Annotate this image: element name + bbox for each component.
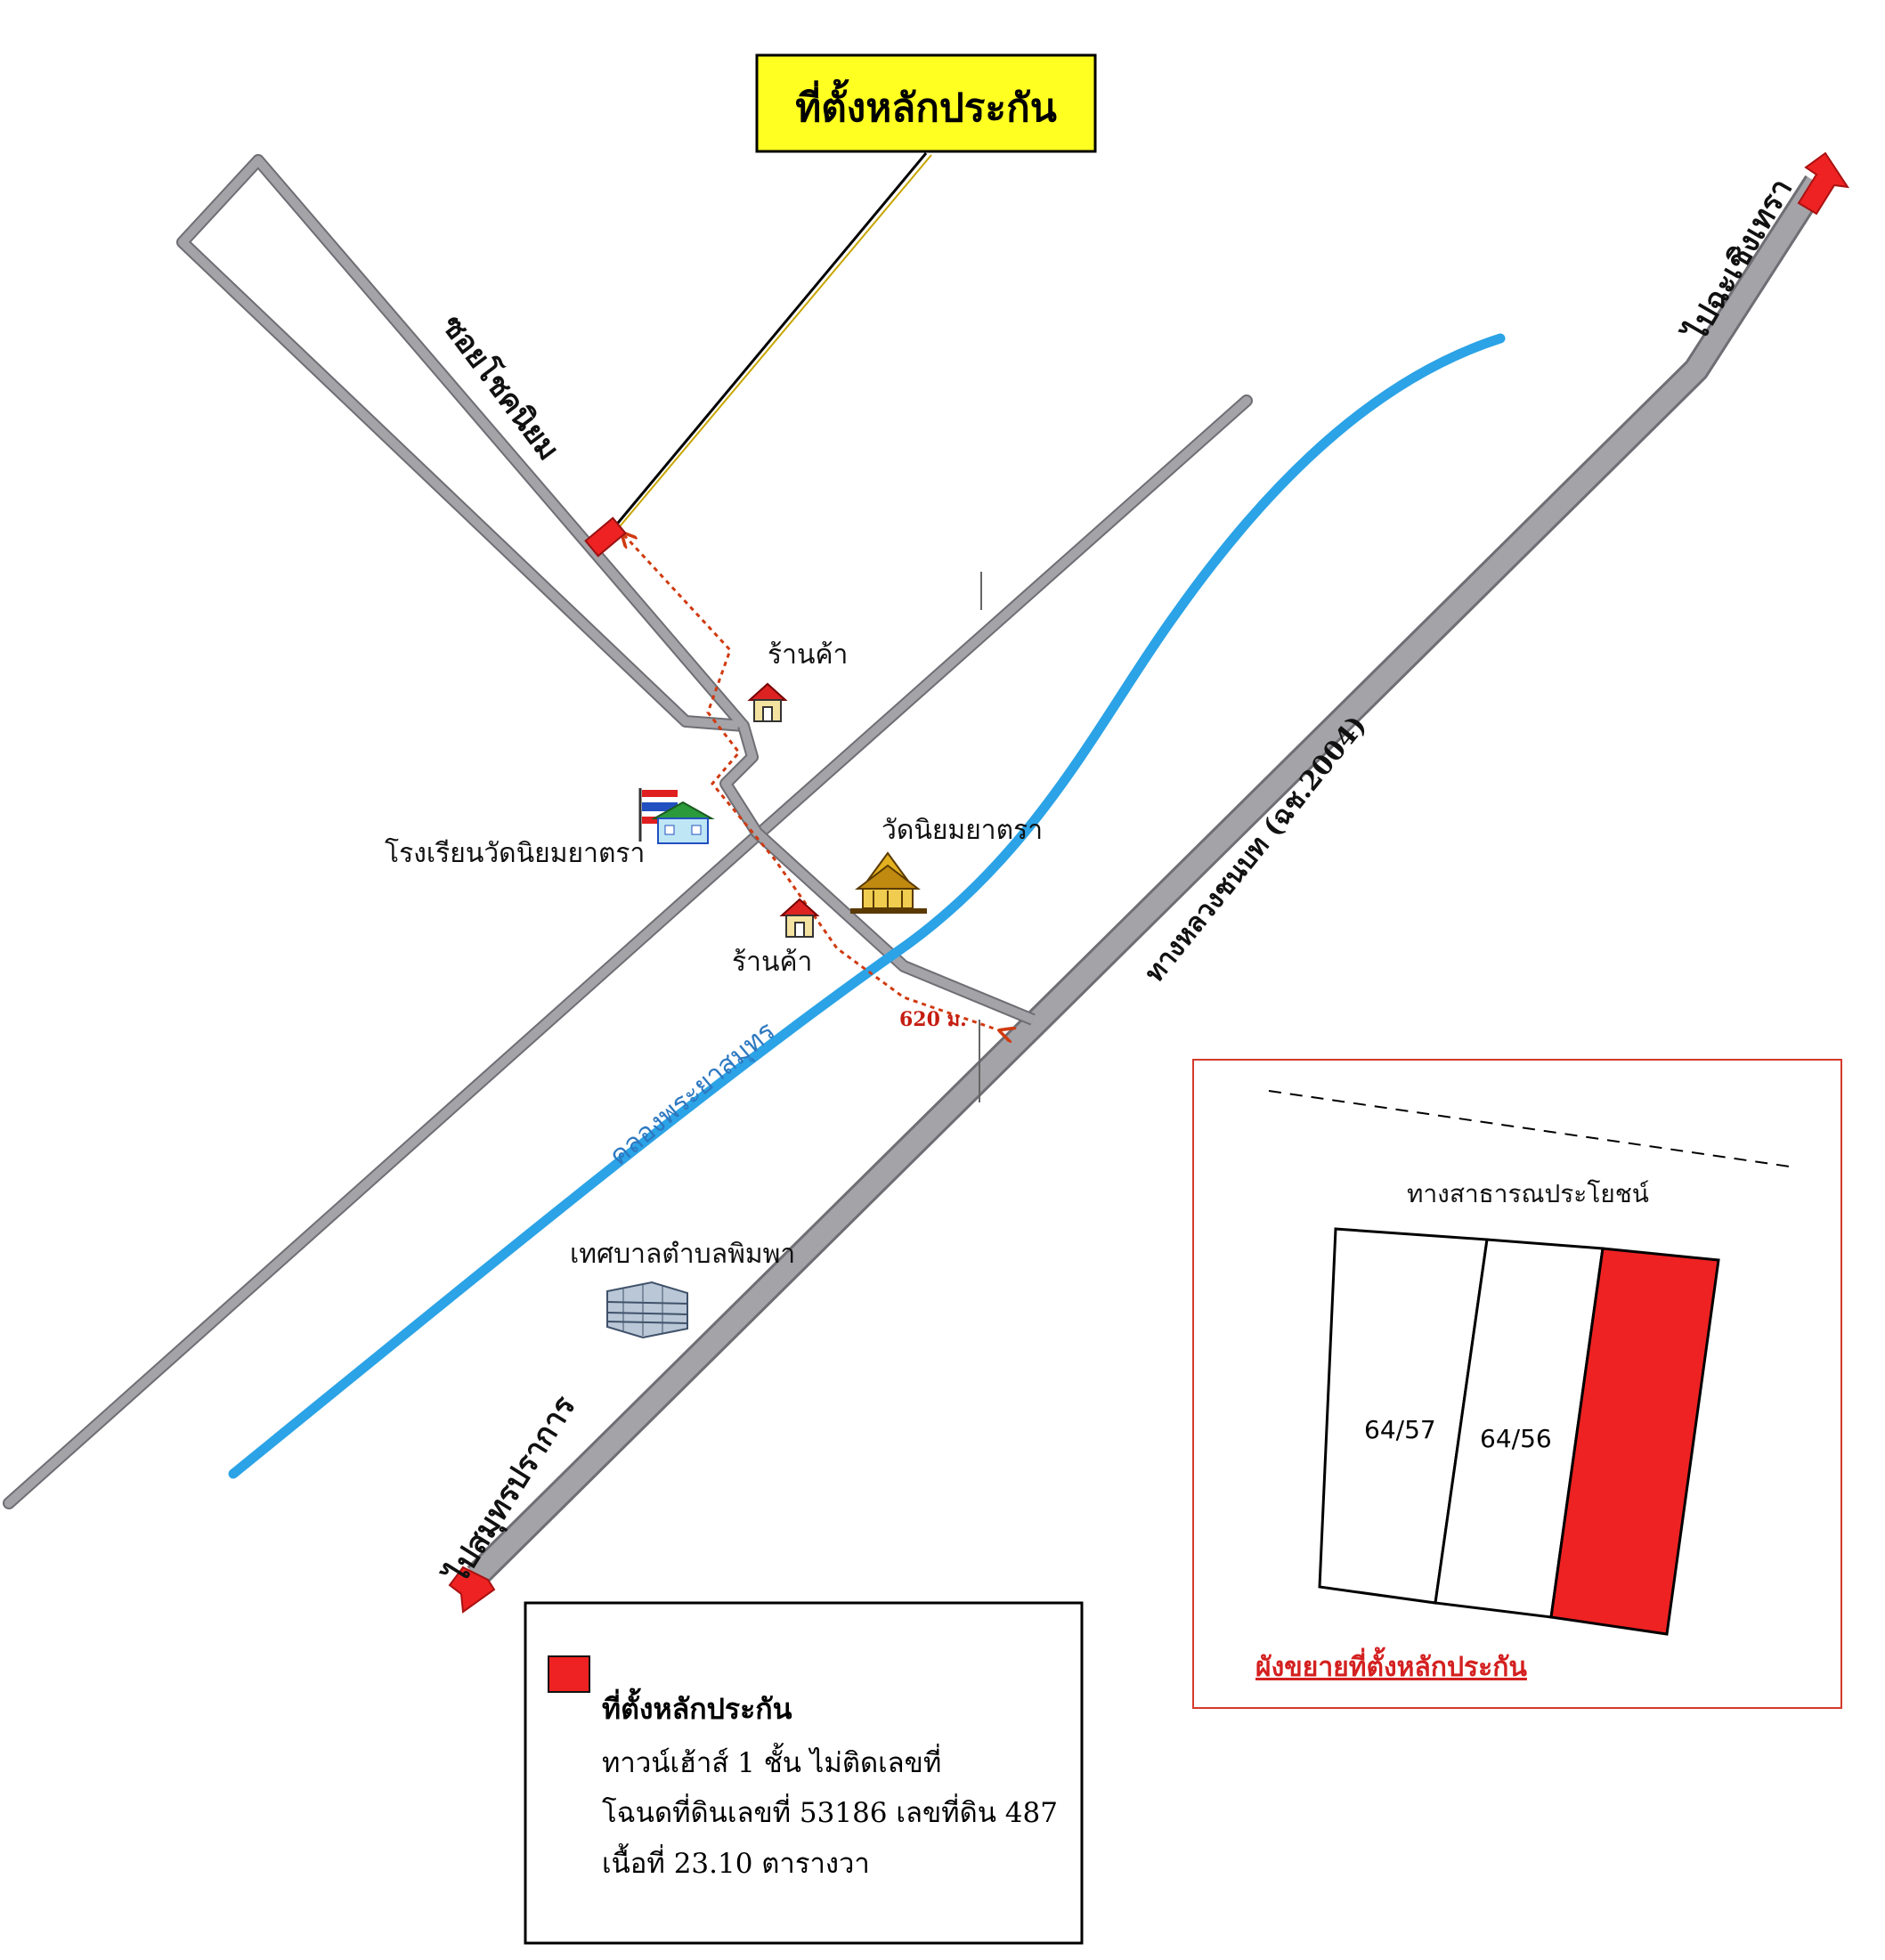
title-box: ที่ตั้งหลักประกัน bbox=[755, 53, 1097, 153]
highway-road bbox=[467, 175, 1828, 1586]
shop-upper-icon bbox=[747, 682, 788, 722]
inset-caption: ผังขยายที่ตั้งหลักประกัน bbox=[1255, 1647, 1527, 1683]
municipality-icon bbox=[606, 1281, 688, 1339]
shop-upper-label: ร้านค้า bbox=[768, 639, 848, 671]
arrow-to-chachoengsao-icon bbox=[1797, 151, 1850, 216]
canal-label: คลองพระยาสมุทร bbox=[604, 1015, 783, 1172]
arrow-to-samut-prakan-icon bbox=[448, 1566, 496, 1614]
route-distance-label: 620 ม. bbox=[899, 1008, 967, 1031]
shop-lower-label: ร้านค้า bbox=[732, 947, 812, 978]
shop-lower-icon bbox=[779, 898, 820, 938]
highway-label: ทางหลวงชนบท (ฉช.2004) bbox=[1139, 710, 1373, 988]
inset-plot-2-label: 64/56 bbox=[1480, 1424, 1552, 1453]
school-icon bbox=[638, 788, 715, 844]
property-marker bbox=[584, 516, 627, 557]
inset-plot-1-label: 64/57 bbox=[1364, 1415, 1436, 1444]
inset-road-label: ทางสาธารณประโยชน์ bbox=[1407, 1179, 1649, 1208]
school-label: โรงเรียนวัดนิยมยาตรา bbox=[385, 837, 645, 869]
inset-box: ทางสาธารณประโยชน์ 64/57 64/56 ผังขยายที่… bbox=[1192, 1059, 1842, 1709]
pointer-line bbox=[608, 152, 928, 533]
temple-label: วัดนิยมยาตรา bbox=[882, 815, 1043, 846]
route-path bbox=[623, 534, 1002, 1031]
title-text: ที่ตั้งหลักประกัน bbox=[795, 78, 1057, 131]
legend-line-3: เนื้อที่ 23.10 ตารางวา bbox=[602, 1843, 870, 1880]
legend-swatch bbox=[548, 1655, 590, 1693]
legend-line-2: โฉนดที่ดินเลขที่ 53186 เลขที่ดิน 487 bbox=[602, 1793, 1058, 1829]
pointer-line-accent bbox=[615, 154, 932, 532]
legend-title: ที่ตั้งหลักประกัน bbox=[602, 1688, 792, 1726]
main-local-road bbox=[3, 394, 1253, 1509]
inset-road-line bbox=[1268, 1090, 1791, 1167]
legend-line-1: ทาวน์เฮ้าส์ 1 ชั้น ไม่ติดเลขที่ bbox=[602, 1743, 941, 1779]
temple-icon bbox=[850, 851, 927, 914]
legend-box: ที่ตั้งหลักประกัน ทาวน์เฮ้าส์ 1 ชั้น ไม่… bbox=[524, 1601, 1084, 1945]
municipality-label: เทศบาลตำบลพิมพา bbox=[570, 1239, 795, 1270]
inset-plot-collateral bbox=[1549, 1247, 1720, 1636]
